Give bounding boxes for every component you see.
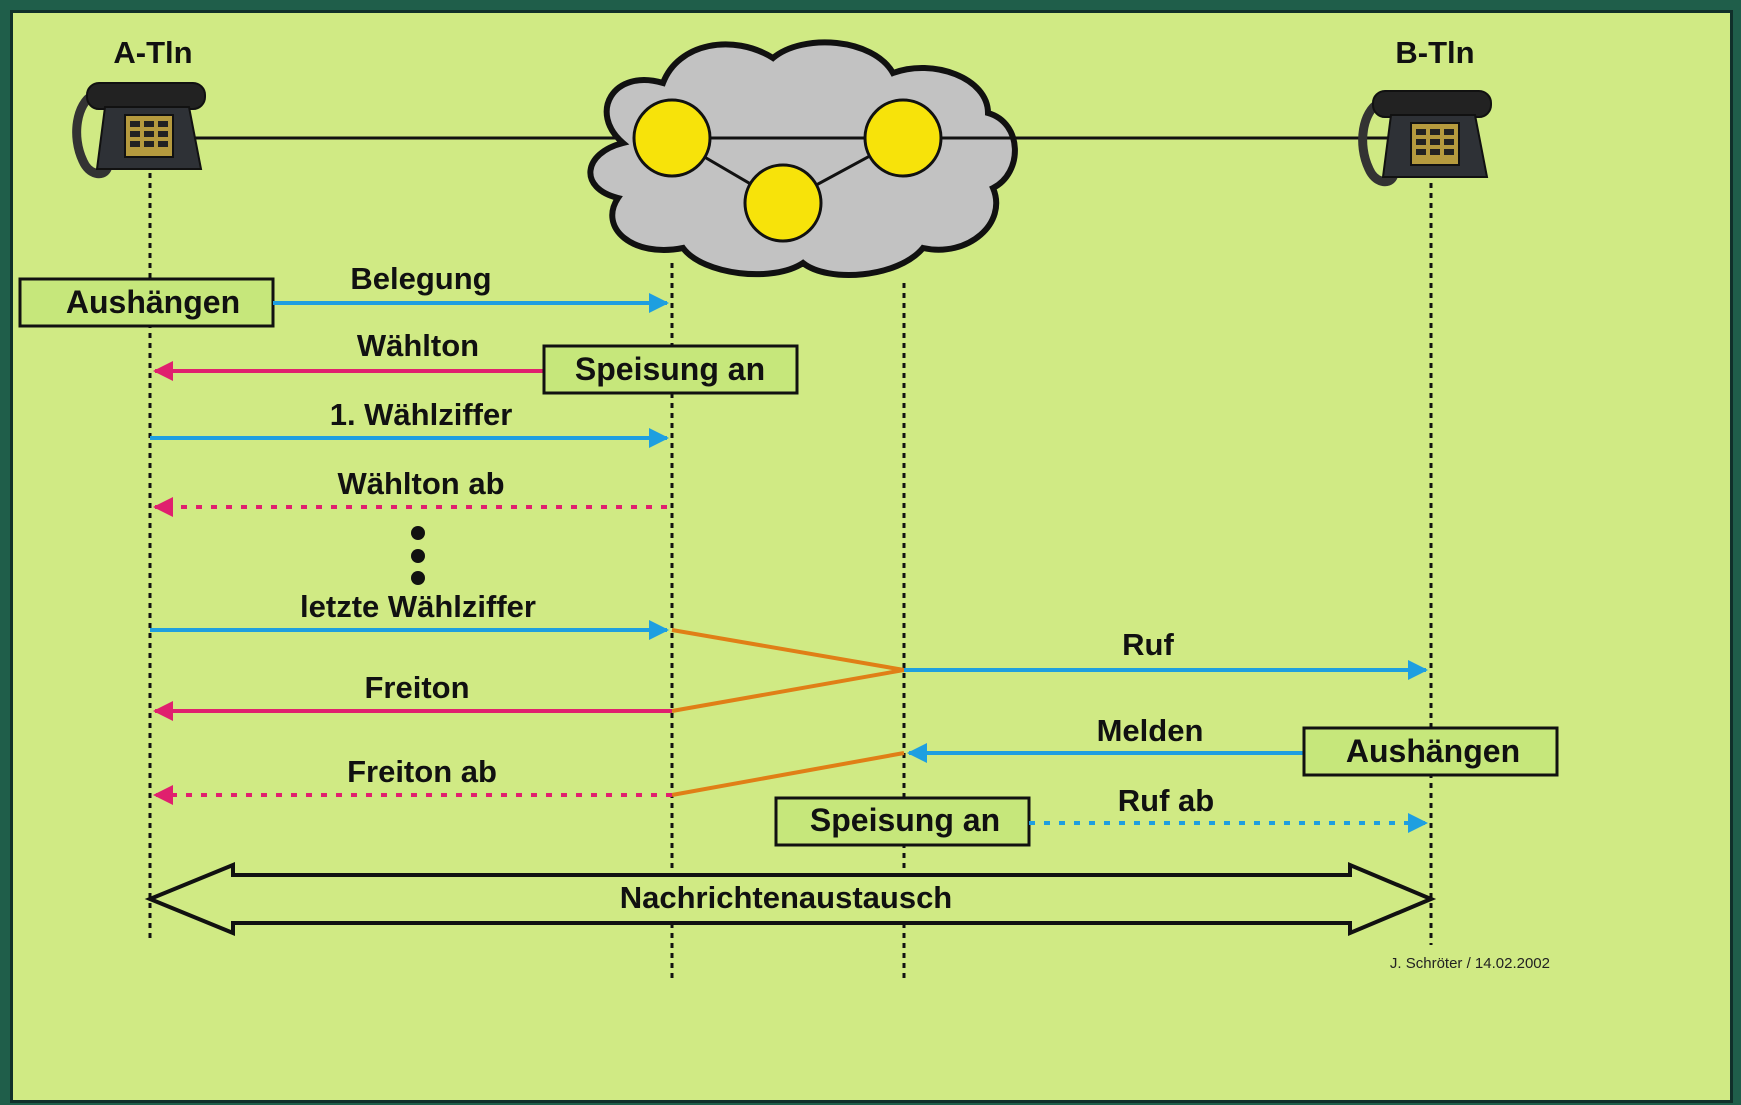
msg-label: letzte Wählziffer bbox=[300, 589, 536, 624]
internal-switch-lines bbox=[671, 628, 905, 797]
exchange-label: Nachrichtenaustausch bbox=[620, 880, 953, 915]
msg-label: Belegung bbox=[350, 261, 491, 296]
participant-b-label: B-Tln bbox=[1395, 35, 1474, 70]
offhook-a-label: Aushängen bbox=[66, 284, 240, 320]
feed-on-box-1 bbox=[542, 344, 799, 395]
msg-label: Wählton bbox=[357, 328, 479, 363]
participant-a-label: A-Tln bbox=[113, 35, 192, 70]
switch-node bbox=[632, 98, 712, 178]
sequence-diagram: A-Tln B-Tln Aushängen Belegung Wählton S… bbox=[18, 35, 1559, 983]
msg-label: Freiton bbox=[364, 670, 469, 705]
telephone-icon bbox=[1358, 90, 1492, 187]
network-cloud-icon bbox=[587, 39, 1018, 278]
diagram-canvas: A-Tln B-Tln Aushängen Belegung Wählton S… bbox=[10, 10, 1733, 1103]
msg-label: Melden bbox=[1097, 713, 1204, 748]
msg-label: Ruf bbox=[1122, 627, 1174, 662]
msg-label: 1. Wählziffer bbox=[330, 397, 513, 432]
msg-label: Wählton ab bbox=[337, 466, 504, 501]
ellipsis-dots-icon bbox=[411, 526, 425, 585]
offhook-b-label: Aushängen bbox=[1346, 733, 1520, 769]
telephone-icon bbox=[72, 82, 206, 179]
feed-on-label-1: Speisung an bbox=[575, 351, 765, 387]
switch-node bbox=[743, 163, 823, 243]
feed-on-label-2: Speisung an bbox=[810, 802, 1000, 838]
switch-node bbox=[863, 98, 943, 178]
credit-text: J. Schröter / 14.02.2002 bbox=[1390, 955, 1550, 972]
message-exchange-arrow bbox=[144, 861, 1437, 937]
msg-label: Ruf ab bbox=[1118, 783, 1214, 818]
msg-label: Freiton ab bbox=[347, 754, 497, 789]
offhook-b-box bbox=[1302, 726, 1559, 777]
offhook-a-box bbox=[18, 277, 275, 328]
feed-on-box-2 bbox=[774, 796, 1031, 847]
